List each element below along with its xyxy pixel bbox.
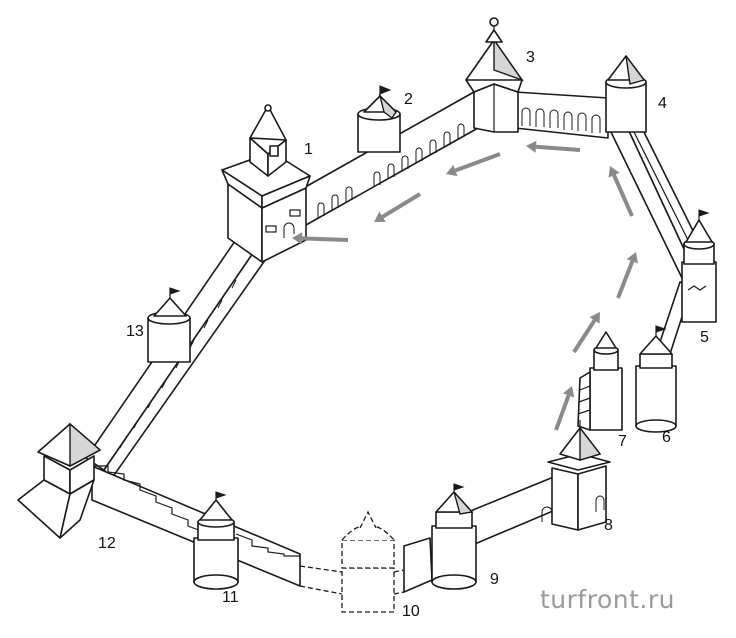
route-arrow — [374, 192, 422, 222]
tower-label-9: 9 — [490, 571, 499, 588]
wall-north-east — [514, 91, 609, 139]
wall-ruin — [403, 537, 433, 593]
tower-label-6: 6 — [662, 429, 671, 446]
route-arrow — [616, 252, 638, 299]
route-arrow — [572, 312, 600, 354]
tower-label-12: 12 — [98, 535, 116, 552]
route-arrow — [554, 386, 575, 431]
tower-10 — [299, 510, 405, 613]
tower-7 — [577, 331, 623, 431]
tower-5 — [681, 209, 717, 323]
route-arrow — [446, 152, 501, 177]
route-arrow — [526, 140, 581, 153]
tower-label-2: 2 — [404, 91, 413, 108]
tower-11 — [193, 491, 239, 590]
tower-2 — [357, 85, 401, 153]
wall-arcade — [521, 107, 601, 133]
tower-label-3: 3 — [526, 49, 535, 66]
tower-label-1: 1 — [304, 141, 313, 158]
tower-6 — [635, 325, 677, 433]
route-arrow — [608, 166, 634, 217]
tower-13 — [147, 287, 191, 363]
tower-label-5: 5 — [700, 329, 709, 346]
tower-3 — [465, 17, 524, 133]
tower-label-7: 7 — [618, 433, 627, 450]
wall-arcade — [317, 123, 465, 218]
route-arrow — [292, 232, 349, 245]
wall-south-east — [467, 475, 561, 547]
tower-label-8: 8 — [604, 517, 613, 534]
tower-label-11: 11 — [222, 589, 239, 606]
tower-9 — [431, 483, 477, 590]
tower-4 — [605, 55, 647, 133]
route-arrows — [292, 140, 638, 431]
tower-label-10: 10 — [402, 603, 420, 620]
tower-12 — [17, 422, 102, 539]
tower-label-4: 4 — [658, 95, 667, 112]
tower-8 — [547, 420, 611, 531]
tower-label-13: 13 — [126, 323, 144, 340]
watermark: turfront.ru — [540, 585, 675, 614]
